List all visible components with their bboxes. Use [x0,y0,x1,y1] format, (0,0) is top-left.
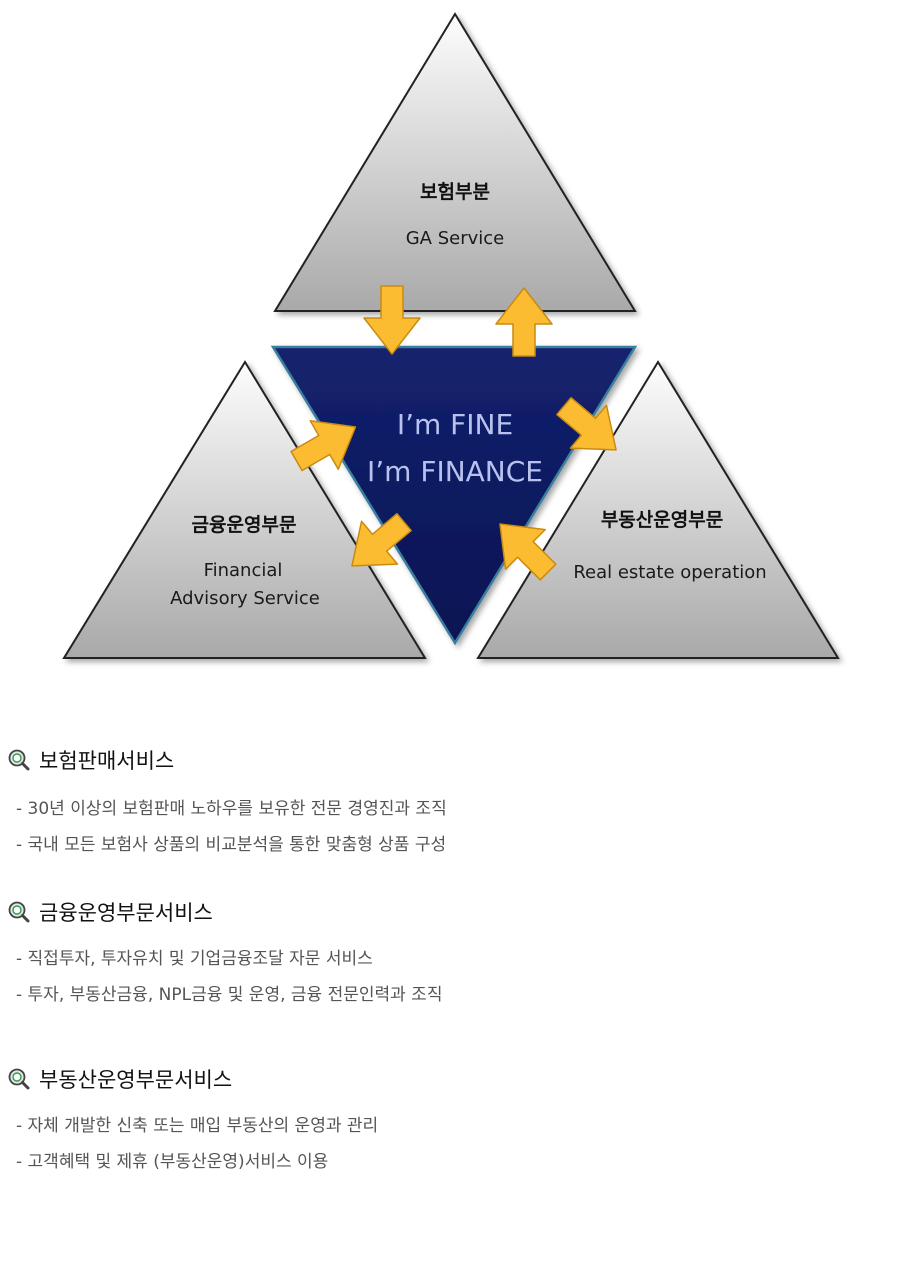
list-item: - 투자, 부동산금융, NPL금융 및 운영, 금융 전문인력과 조직 [16,985,443,1005]
section-list: - 직접투자, 투자유치 및 기업금융조달 자문 서비스 - 투자, 부동산금융… [8,941,888,1013]
section-title: 보험판매서비스 [39,749,175,773]
list-item: - 30년 이상의 보험판매 노하우를 보유한 전문 경영진과 조직 [16,799,447,819]
search-icon [8,1068,30,1090]
section-header: 부동산운영부문서비스 [8,1064,888,1094]
triangle-insurance [273,12,637,312]
triangle-real-estate [476,360,840,659]
finance-title: 금융운영부문 [192,514,297,536]
section-title: 금융운영부문서비스 [39,901,213,925]
insurance-subtitle: GA Service [406,228,505,249]
real-estate-subtitle: Real estate operation [573,562,766,583]
section-title: 부동산운영부문서비스 [39,1068,233,1092]
triangle-finance [62,360,427,659]
search-icon [8,749,30,771]
section-insurance-sales: 보험판매서비스 - 30년 이상의 보험판매 노하우를 보유한 전문 경영진과 … [8,745,888,863]
real-estate-title: 부동산운영부문 [601,509,723,531]
insurance-title: 보험부분 [420,181,490,203]
finance-subtitle-line2: Advisory Service [170,588,320,609]
section-header: 금융운영부문서비스 [8,897,888,927]
list-item: - 직접투자, 투자유치 및 기업금융조달 자문 서비스 [16,949,373,969]
section-header: 보험판매서비스 [8,745,888,775]
list-item: - 자체 개발한 신축 또는 매입 부동산의 운영과 관리 [16,1116,379,1136]
list-item: - 국내 모든 보험사 상품의 비교분석을 통한 맞춤형 상품 구성 [16,835,447,855]
center-triangle [270,345,638,646]
center-slogan-line2: I’m FINANCE [367,455,543,488]
section-list: - 자체 개발한 신축 또는 매입 부동산의 운영과 관리 - 고객혜택 및 제… [8,1108,888,1180]
center-slogan-line1: I’m FINE [397,408,513,441]
finance-subtitle-line1: Financial [204,560,283,581]
search-icon [8,901,30,923]
section-real-estate-services: 부동산운영부문서비스 - 자체 개발한 신축 또는 매입 부동산의 운영과 관리… [8,1064,888,1180]
section-list: - 30년 이상의 보험판매 노하우를 보유한 전문 경영진과 조직 - 국내 … [8,791,888,863]
section-finance-services: 금융운영부문서비스 - 직접투자, 투자유치 및 기업금융조달 자문 서비스 -… [8,897,888,1013]
list-item: - 고객혜택 및 제휴 (부동산운영)서비스 이용 [16,1152,329,1172]
business-diagram: 보험부분 GA Service 금융운영부문 Financial Advisor… [62,12,840,659]
